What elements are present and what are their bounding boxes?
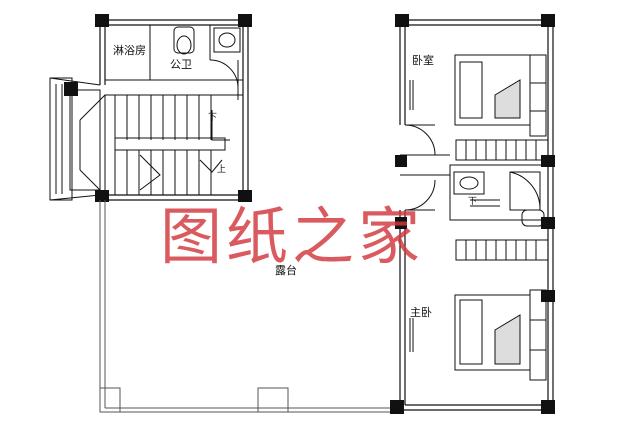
- room-label-master-bedroom: 主卧: [410, 306, 432, 319]
- bedroom-furniture: [409, 54, 549, 161]
- bathroom-ensuite: [449, 164, 549, 227]
- door-swings: [400, 124, 450, 211]
- bathroom-public: [105, 25, 243, 100]
- staircase: [79, 94, 244, 196]
- bay-window: [49, 77, 101, 201]
- room-label-public-wc: 公卫: [170, 58, 192, 71]
- stair-mark-up: 上: [217, 165, 227, 175]
- stair-mark-down-2: 下: [468, 197, 478, 207]
- room-label-bedroom: 卧室: [412, 54, 434, 67]
- room-label-shower: 淋浴房: [113, 44, 146, 57]
- room-label-terrace: 露台: [275, 264, 297, 277]
- watermark-text: 图纸之家: [160, 200, 425, 273]
- master-bedroom-furniture: [409, 239, 549, 381]
- terrace-outline: [99, 200, 390, 413]
- stair-mark-down: 下: [208, 113, 218, 123]
